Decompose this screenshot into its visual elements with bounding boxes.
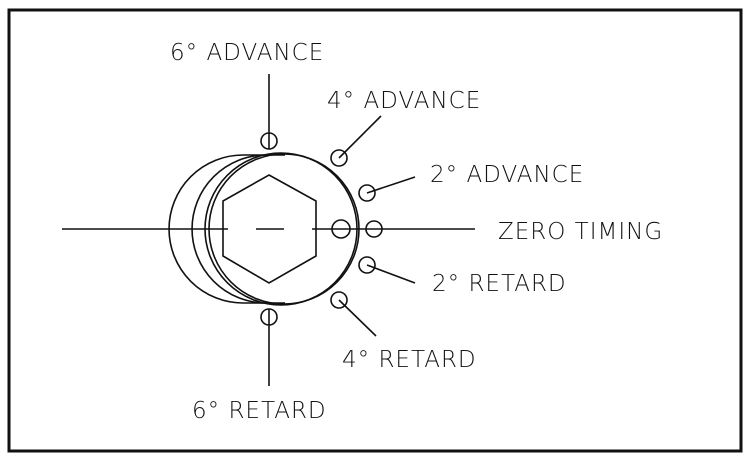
label-2-advance: 2° ADVANCE xyxy=(430,162,584,188)
frame-border xyxy=(7,8,743,453)
hole-zero-timing xyxy=(365,220,383,238)
leader-lines xyxy=(268,74,416,386)
label-6-retard: 6° RETARD xyxy=(192,398,327,424)
hole-4-retard xyxy=(330,291,348,309)
label-2-retard: 2° RETARD xyxy=(432,271,567,297)
label-6-advance: 6° ADVANCE xyxy=(170,40,324,66)
label-4-advance: 4° ADVANCE xyxy=(327,88,481,114)
offset-arc-outer xyxy=(168,154,244,304)
dowel-pin xyxy=(331,219,351,239)
label-4-retard: 4° RETARD xyxy=(342,347,477,373)
hole-2-advance xyxy=(358,184,376,202)
hole-4-advance xyxy=(330,149,348,167)
hex-socket xyxy=(222,174,317,284)
hole-2-retard xyxy=(358,256,376,274)
main-circle xyxy=(208,153,360,305)
offset-arc-inner xyxy=(191,154,267,304)
label-zero-timing: ZERO TIMING xyxy=(498,219,663,245)
main-circle-outline xyxy=(204,152,358,306)
